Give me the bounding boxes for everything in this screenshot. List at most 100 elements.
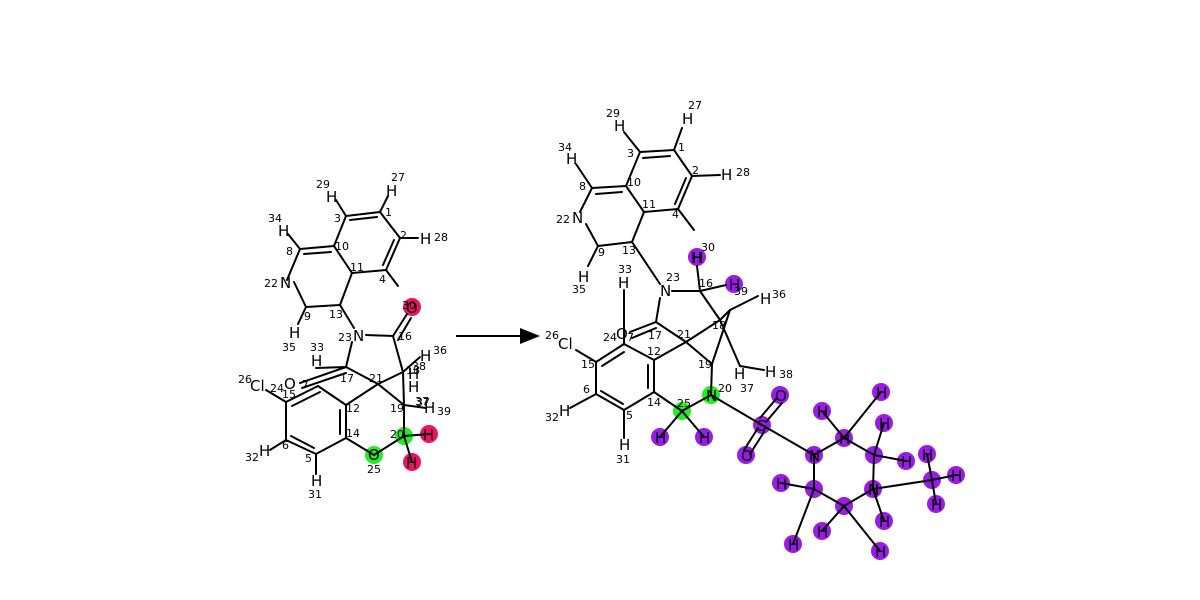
atom-label: N <box>353 327 364 345</box>
atom-label: H <box>655 429 666 447</box>
atom-index: 39 <box>734 285 748 298</box>
atom-index: 5 <box>626 409 633 422</box>
atom-label: H <box>619 436 630 454</box>
atom-label: H <box>424 399 435 417</box>
reactant-bonds <box>265 195 430 475</box>
reactant-atom-labels: H 27 H 29 H 34 H 28 N 22 H 35 N 23 O H 3… <box>238 171 451 501</box>
atom-label: H <box>408 365 419 383</box>
atom-label: H <box>311 352 322 370</box>
atom-label: H <box>765 363 776 381</box>
atom-index: 6 <box>583 383 590 396</box>
atom-index: 1 <box>385 206 392 219</box>
atom-index: 36 <box>433 344 447 357</box>
atom-index: 37 <box>416 396 430 409</box>
atom-label: H <box>817 403 828 421</box>
atom-index: 17 <box>648 329 662 342</box>
atom-index: 32 <box>245 451 259 464</box>
atom-label: H <box>692 249 703 267</box>
atom-label: H <box>729 276 740 294</box>
atom-index: 37 <box>415 395 429 408</box>
highlight-atom <box>737 446 755 464</box>
atom-index: 19 <box>698 358 712 371</box>
atom-label: H <box>289 324 300 342</box>
atom-label: H <box>326 188 337 206</box>
atom-label: H <box>578 268 589 286</box>
atom-label: O <box>775 387 787 405</box>
atom-index: 19 <box>390 402 404 415</box>
atom-index: 21 <box>677 328 691 341</box>
atom-label: Cl <box>558 335 573 353</box>
atom-index: 10 <box>335 240 349 253</box>
atom-label: O <box>368 446 380 464</box>
atom-label: H <box>420 347 431 365</box>
highlight-atom <box>725 275 743 293</box>
atom-index: 36 <box>772 288 786 301</box>
atom-label: H <box>278 222 289 240</box>
atom-index: 11 <box>350 261 364 274</box>
atom-label: N <box>660 282 671 300</box>
atom-label: H <box>259 442 270 460</box>
atom-index: 23 <box>338 331 352 344</box>
atom-index: 12 <box>346 402 360 415</box>
atom-label: H <box>776 475 787 493</box>
reactant-ring-numbers: 3 1 10 2 8 11 4 13 9 16 17 21 18 15 24 1… <box>270 206 430 465</box>
atom-index: 28 <box>736 166 750 179</box>
atom-index: 17 <box>340 372 354 385</box>
highlight-atom <box>688 248 706 266</box>
atom-index: 13 <box>622 244 636 257</box>
atom-label: H <box>614 117 625 135</box>
atom-index: 7 <box>302 378 309 391</box>
atom-label: H <box>721 166 732 184</box>
atom-index: 5 <box>305 452 312 465</box>
atom-index: 3 <box>627 147 634 160</box>
atom-label: N <box>809 447 820 465</box>
atom-label: O <box>284 375 296 393</box>
purple-highlights <box>651 248 965 560</box>
atom-index: 34 <box>558 141 572 154</box>
atom-index: 11 <box>642 198 656 211</box>
atom-label: H <box>922 446 933 464</box>
atom-index: 6 <box>282 439 289 452</box>
atom-label: H <box>682 110 693 128</box>
atom-label: H <box>875 543 886 561</box>
atom-index: 26 <box>545 329 559 342</box>
atom-label: N <box>706 387 717 405</box>
atom-label: H <box>931 496 942 514</box>
atom-label: H <box>760 290 771 308</box>
product-bonds <box>569 127 957 552</box>
atom-index: 14 <box>346 427 360 440</box>
atom-index: 9 <box>304 310 311 323</box>
atom-index: 7 <box>627 331 634 344</box>
atom-index: 13 <box>329 308 343 321</box>
atom-index: 30 <box>701 241 715 254</box>
atom-index: 4 <box>672 208 679 221</box>
atom-index: 33 <box>618 263 632 276</box>
atom-index: 35 <box>572 283 586 296</box>
product-ring-numbers: 3 1 2 8 10 11 4 13 9 16 17 21 18 15 24 1… <box>579 141 748 422</box>
product-atom-labels: H 27 H 29 H 34 H 28 N 22 H 35 H 33 N 23 … <box>545 99 879 499</box>
atom-index: 28 <box>434 231 448 244</box>
atom-index: 18 <box>712 319 726 332</box>
atom-label: H <box>408 378 419 396</box>
atom-label: H <box>879 513 890 531</box>
atom-index: 4 <box>379 273 386 286</box>
atom-label: H <box>691 249 702 267</box>
atom-index: 2 <box>692 164 699 177</box>
product-molecule: H 27 H 29 H 34 H 28 N 22 H 35 H 33 N 23 … <box>545 99 965 561</box>
atom-index: 27 <box>688 99 702 112</box>
atom-label: O <box>741 447 753 465</box>
atom-index: 15 <box>581 358 595 371</box>
atom-index: 26 <box>238 373 252 386</box>
atom-label: H <box>788 536 799 554</box>
atom-index: 29 <box>316 178 330 191</box>
atom-index: 15 <box>282 388 296 401</box>
atom-index: 23 <box>666 271 680 284</box>
atom-index: 38 <box>412 360 426 373</box>
atom-index: 29 <box>606 107 620 120</box>
atom-label: H <box>406 454 417 472</box>
atom-index: 16 <box>398 330 412 343</box>
reactant-molecule: H 27 H 29 H 34 H 28 N 22 H 35 N 23 O H 3… <box>238 171 451 501</box>
atom-index: 10 <box>627 176 641 189</box>
atom-label: H <box>420 230 431 248</box>
atom-label: H <box>734 365 745 383</box>
